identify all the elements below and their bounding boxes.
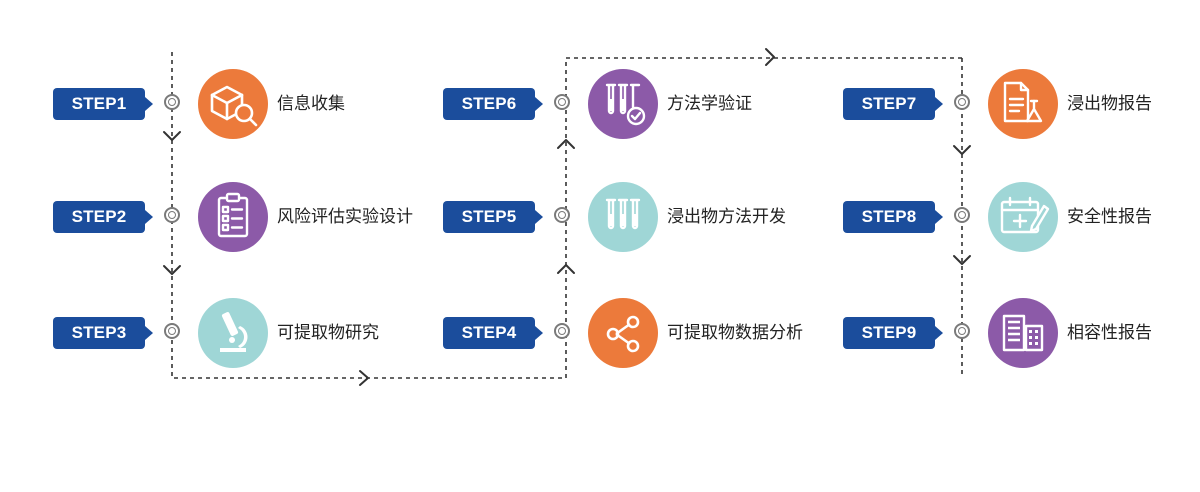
step-badge: STEP8 [843,201,943,233]
step-label: 可提取物数据分析 [667,323,803,343]
step-label: 方法学验证 [667,94,752,114]
step-1: STEP1 信息收集 [53,68,453,140]
arrow-down-4 [953,255,971,265]
timeline-node [954,323,970,339]
step-2: STEP2 风险评估实验设计 [53,181,453,253]
step-badge: STEP9 [843,317,943,349]
timeline-node [164,94,180,110]
microscope-icon [198,298,268,368]
step-6: STEP6 方法学验证 [443,68,843,140]
step-label: 风险评估实验设计 [277,207,413,227]
document-flask-icon [988,69,1058,139]
step-7: STEP7 浸出物报告 [843,68,1200,140]
step-label: 浸出物方法开发 [667,207,786,227]
step-label: 相容性报告 [1067,323,1152,343]
clipboard-checklist-icon [198,182,268,252]
step-5: STEP5 浸出物方法开发 [443,181,843,253]
timeline-node [164,323,180,339]
building-report-icon [988,298,1058,368]
test-tubes-check-icon [588,69,658,139]
arrow-up-2 [557,139,575,149]
step-label: 信息收集 [277,94,345,114]
step-4: STEP4 可提取物数据分析 [443,297,843,369]
arrow-right-2 [765,48,775,66]
timeline-node [954,207,970,223]
step-badge: STEP5 [443,201,543,233]
arrow-down-1 [163,131,181,141]
timeline-node [164,207,180,223]
arrow-down-2 [163,265,181,275]
step-badge: STEP1 [53,88,153,120]
step-label: 浸出物报告 [1067,94,1152,114]
step-badge: STEP7 [843,88,943,120]
step-badge: STEP3 [53,317,153,349]
timeline-node [554,207,570,223]
step-badge: STEP6 [443,88,543,120]
arrow-right-1 [359,370,369,386]
connector-col2 [565,57,962,378]
step-badge: STEP4 [443,317,543,349]
step-9: STEP9 相容性报告 [843,297,1200,369]
calendar-pen-icon [988,182,1058,252]
timeline-node [554,323,570,339]
timeline-node [554,94,570,110]
step-badge: STEP2 [53,201,153,233]
box-search-icon [198,69,268,139]
test-tubes-icon [588,182,658,252]
arrow-down-3 [953,145,971,155]
arrow-up-1 [557,264,575,274]
step-label: 可提取物研究 [277,323,379,343]
share-nodes-icon [588,298,658,368]
timeline-node [954,94,970,110]
step-3: STEP3 可提取物研究 [53,297,453,369]
step-label: 安全性报告 [1067,207,1152,227]
step-8: STEP8 安全性报告 [843,181,1200,253]
